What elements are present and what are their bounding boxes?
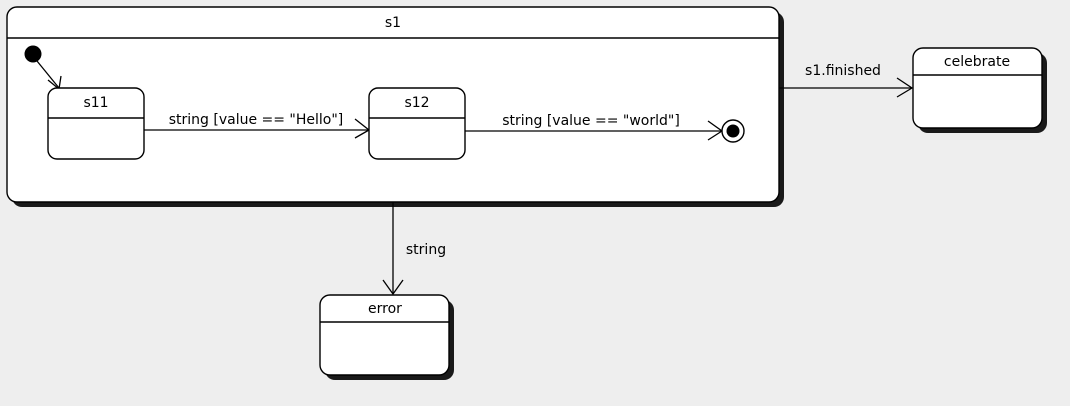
transition-s1-to-error[interactable]: string — [382, 202, 446, 296]
transition-s12-to-final-label: string [value == "world"] — [502, 113, 680, 129]
error-body[interactable] — [319, 294, 450, 376]
transition-s12-to-final[interactable]: string [value == "world"] — [465, 113, 724, 141]
s12-title: s12 — [404, 95, 429, 111]
transition-s1-to-error-arrowhead — [382, 279, 404, 296]
initial-state-node[interactable] — [24, 45, 42, 63]
state-error[interactable]: error — [319, 294, 454, 380]
initial-state-icon[interactable] — [24, 45, 42, 63]
error-title: error — [368, 301, 402, 317]
s1-title: s1 — [385, 15, 401, 31]
celebrate-title: celebrate — [944, 54, 1010, 70]
s11-title: s11 — [83, 95, 108, 111]
final-state-node[interactable] — [721, 119, 745, 143]
transition-initial-to-s11-line[interactable] — [36, 60, 60, 89]
transition-s11-to-s12-label: string [value == "Hello"] — [169, 112, 344, 128]
transition-s1-to-error-label: string — [406, 242, 446, 258]
s11-body[interactable] — [47, 87, 145, 160]
transition-s11-to-s12[interactable]: string [value == "Hello"] — [144, 112, 371, 139]
transition-s1-to-celebrate[interactable]: s1.finished — [779, 63, 914, 98]
state-s11[interactable]: s11 — [47, 87, 145, 160]
transition-s1-to-celebrate-arrowhead — [896, 77, 914, 98]
final-state-inner-dot — [726, 124, 740, 138]
s12-body[interactable] — [368, 87, 466, 160]
state-s12[interactable]: s12 — [368, 87, 466, 160]
transition-s1-to-celebrate-label: s1.finished — [805, 63, 881, 79]
state-celebrate[interactable]: celebrate — [912, 47, 1047, 133]
celebrate-body[interactable] — [912, 47, 1043, 129]
